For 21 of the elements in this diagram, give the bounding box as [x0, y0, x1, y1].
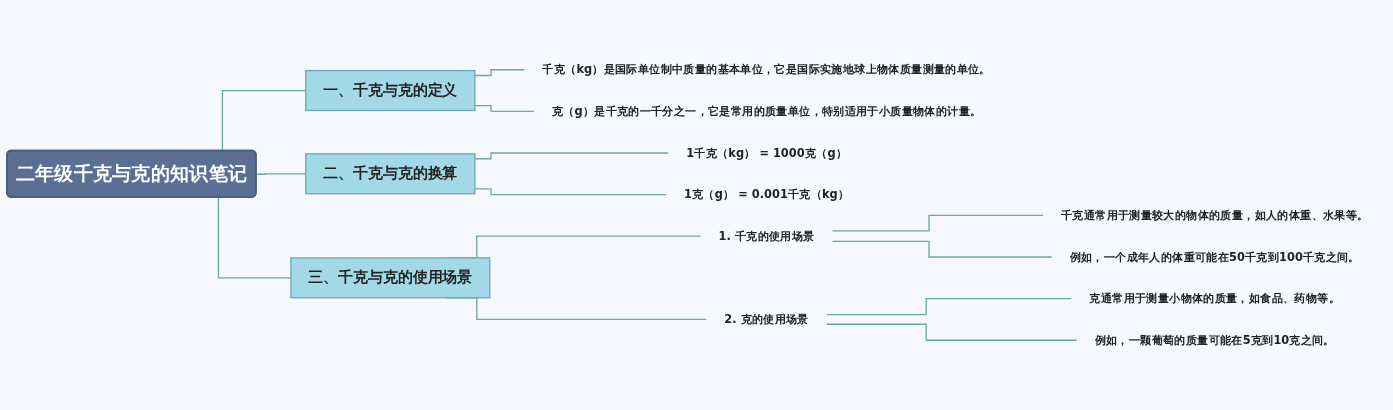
node-text: 2. 克的使用场景 [724, 312, 809, 326]
node-text: 1千克（kg） = 1000克（g） [686, 146, 847, 160]
connector [474, 104, 535, 112]
node-text: 克（g）是千克的一千分之一，它是常用的质量单位，特别适用于小质量物体的计量。 [551, 104, 982, 118]
connector [474, 152, 670, 160]
node-box: 三、千克与克的使用场景 [290, 257, 491, 299]
node-text: 克通常用于测量小物体的质量，如食品、药物等。 [1089, 291, 1340, 305]
node-text: 千克（kg）是国际单位制中质量的基本单位，它是国际实施地球上物体质量测量的单位。 [542, 62, 991, 77]
connector [474, 69, 526, 77]
connector [825, 298, 1073, 316]
connector [831, 214, 1045, 232]
node-box: 一、千克与克的定义 [305, 69, 476, 112]
node-text: 1克（g） = 0.001千克（kg） [684, 187, 850, 201]
node-text: 例如，一个成年人的体重可能在50千克到100千克之间。 [1069, 250, 1360, 264]
connector [831, 240, 1053, 258]
connector [825, 323, 1078, 341]
node-text: 例如，一颗葡萄的质量可能在5克到10克之间。 [1094, 333, 1335, 347]
connector [474, 188, 668, 196]
node-text: 1. 千克的使用场景 [718, 229, 815, 243]
node-text: 千克通常用于测量较大的物体的质量，如人的体重、水果等。 [1060, 208, 1369, 222]
node-box: 二、千克与克的换算 [305, 153, 476, 195]
